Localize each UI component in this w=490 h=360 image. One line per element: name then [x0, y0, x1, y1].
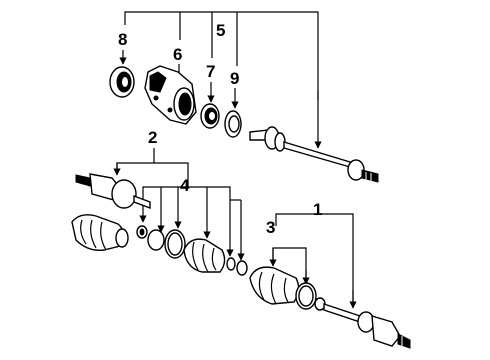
- callout-3: 3: [266, 218, 275, 237]
- boot-middle: [183, 238, 226, 273]
- callout-9: 9: [230, 69, 239, 88]
- leader-lines: [113, 11, 357, 309]
- ring-part-4e: [236, 260, 248, 276]
- callout-2: 2: [148, 128, 157, 147]
- callout-5: 5: [216, 21, 225, 40]
- ring-part-4d: [226, 257, 236, 271]
- ring-part-4b: [147, 229, 165, 251]
- bearing-bracket-part-6: [144, 65, 197, 125]
- ring-part-4c: [164, 229, 186, 259]
- ring-part-9: [224, 110, 242, 138]
- ring-part-3b: [295, 282, 317, 310]
- intermediate-shaft: [249, 126, 379, 183]
- seal-part-8: [109, 66, 135, 98]
- boot-left: [71, 214, 129, 251]
- callout-1: 1: [313, 200, 322, 219]
- callout-8: 8: [118, 30, 127, 49]
- callout-6: 6: [173, 45, 182, 64]
- callout-4: 4: [180, 176, 190, 195]
- outboard-joint-left: [75, 173, 151, 210]
- bearing-part-7: [200, 103, 220, 129]
- axle-shaft-part-1: [314, 297, 411, 349]
- clip-part-4a: [136, 225, 148, 239]
- boot-right: [249, 266, 300, 305]
- callout-7: 7: [206, 62, 215, 81]
